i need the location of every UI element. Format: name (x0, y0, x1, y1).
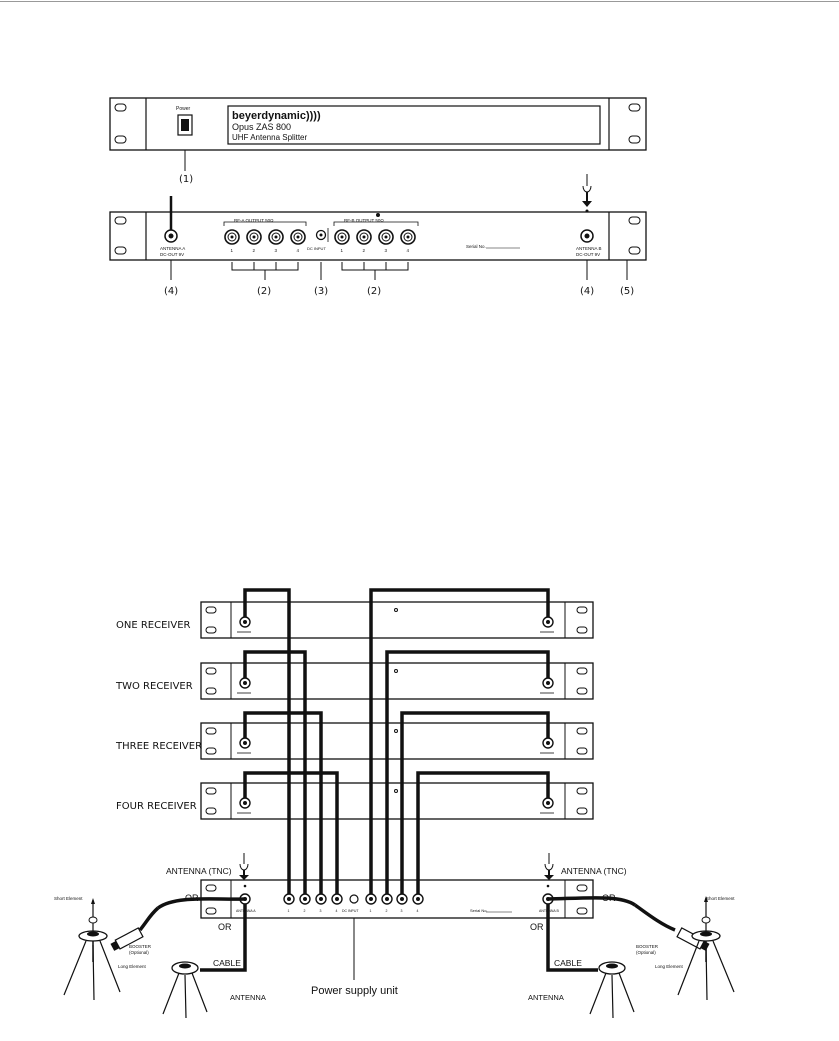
antenna-tnc-left-label: ANTENNA (TNC) (166, 866, 232, 876)
receiver-label-2: TWO RECEIVER (115, 681, 193, 692)
splitter-dc-label: DC INPUT (342, 909, 359, 913)
svg-text:3: 3 (320, 909, 322, 913)
or-label-left-bottom: OR (218, 922, 232, 932)
rf-a-output-number: 4 (297, 248, 300, 253)
splitter-dc-input (349, 894, 359, 904)
rear-panel-outline (109, 211, 647, 261)
callout-1: (1) (179, 174, 193, 185)
long-element-right-label: Long Element (655, 964, 684, 969)
cable-b-4 (416, 771, 550, 894)
tnc-plug-left (239, 853, 249, 880)
booster-right-label: BOOSTER (636, 944, 659, 949)
rf-a-outputs: 1 2 3 4 (224, 229, 306, 253)
receiver-label-4: FOUR RECEIVER (116, 801, 197, 812)
cable-a-3 (243, 711, 323, 894)
cable-label-left: CABLE (213, 958, 241, 968)
splitter-outputs: 1 2 3 4 1 2 3 4 (283, 893, 424, 913)
svg-text:1: 1 (288, 909, 290, 913)
rack-hole (114, 135, 127, 144)
tripod-right (677, 940, 735, 1001)
receiver-stack: ONE RECEIVER TWO RECEIVER THREE RECEIVER FO… (115, 601, 594, 820)
receiver-unit-3 (200, 722, 594, 760)
or-label-right-bottom: OR (530, 922, 544, 932)
cable-b-3 (400, 711, 550, 894)
antenna-label-left: ANTENNA (230, 993, 266, 1002)
splitter-serial-label: Serial No. (470, 908, 488, 913)
booster-right-optional: (Optional) (636, 950, 656, 955)
receiver-label-1: ONE RECEIVER (116, 620, 191, 631)
booster-left (110, 927, 144, 951)
power-switch-label: Power (176, 106, 191, 112)
rf-b-output-number: 4 (407, 248, 410, 253)
antenna-label-right: ANTENNA (528, 993, 564, 1002)
cable-b-1 (369, 588, 550, 894)
rf-a-output-number: 2 (253, 248, 256, 253)
rack-hole (114, 103, 127, 112)
cable-b-2 (385, 650, 550, 894)
antenna-b-label: ANTENNA B (576, 246, 602, 251)
svg-text:2: 2 (304, 909, 306, 913)
front-panel: Power beyerdynamic)))) Opus ZAS 800 UHF … (109, 97, 647, 185)
brand-name: beyerdynamic)))) (232, 110, 321, 122)
antenna-tnc-right-label: ANTENNA (TNC) (561, 866, 627, 876)
receiver-cables (243, 588, 550, 894)
receiver-unit-1 (200, 601, 594, 639)
rf-a-group-label: RF-A OUTPUT 50Ω (234, 218, 274, 223)
callout-4-left: (4) (164, 286, 178, 297)
product-description: UHF Antenna Splitter (232, 133, 307, 142)
rear-panel: ANTENNA A DC-OUT 9V RF-A OUTPUT 50Ω 1 2 3 4… (109, 174, 647, 297)
tripod-left (63, 940, 121, 1001)
receiver-unit-4 (200, 782, 594, 820)
cable-label-right: CABLE (554, 958, 582, 968)
svg-text:2: 2 (386, 909, 388, 913)
serial-label: Serial No. (466, 244, 486, 249)
rack-hole (114, 246, 127, 255)
svg-text:4: 4 (417, 909, 419, 913)
rf-a-output-number: 1 (231, 248, 234, 253)
rack-hole (114, 216, 127, 225)
rf-b-output-number: 3 (385, 248, 388, 253)
long-element-left-label: Long Element (118, 964, 147, 969)
callout-5: (5) (620, 286, 634, 297)
booster-left-optional: (Optional) (129, 950, 149, 955)
antenna-b-sub-label: DC-OUT 9V (576, 252, 600, 257)
callout-4-right: (4) (580, 286, 594, 297)
rack-hole (628, 216, 641, 225)
rf-a-output-number: 3 (275, 248, 278, 253)
antenna-a-sub-label: DC-OUT 9V (160, 252, 184, 257)
rack-hole (628, 135, 641, 144)
booster-left-label: BOOSTER (129, 944, 152, 949)
wiring-diagram: ONE RECEIVER TWO RECEIVER THREE RECEIVER FO… (54, 588, 735, 1019)
callout-2-left: (2) (257, 286, 271, 297)
dc-input-label: DC INPUT (307, 246, 326, 251)
receiver-unit-2 (200, 662, 594, 700)
svg-text:1: 1 (370, 909, 372, 913)
cable-a-4 (243, 771, 339, 894)
tnc-plug-right (544, 853, 554, 880)
callout-2-right: (2) (367, 286, 381, 297)
rf-b-outputs: 1 2 3 4 (334, 229, 416, 253)
rack-hole (628, 246, 641, 255)
cable-a-1 (243, 588, 291, 894)
rf-b-output-number: 1 (341, 248, 344, 253)
callout-3: (3) (314, 286, 328, 297)
power-switch-rocker (181, 119, 189, 131)
power-supply-label: Power supply unit (311, 985, 398, 997)
short-element-right-label: Short Element (706, 896, 735, 901)
rf-b-group-label: RF-B OUTPUT 50Ω (344, 218, 384, 223)
label-plate (227, 105, 601, 145)
svg-text:4: 4 (336, 909, 338, 913)
rf-b-output-number: 2 (363, 248, 366, 253)
model-name: Opus ZAS 800 (232, 122, 291, 132)
svg-text:3: 3 (401, 909, 403, 913)
short-element-left-label: Short Element (54, 896, 83, 901)
rack-hole (628, 103, 641, 112)
antenna-a-label: ANTENNA A (160, 246, 185, 251)
receiver-label-3: THREE RECEIVER (115, 741, 202, 752)
